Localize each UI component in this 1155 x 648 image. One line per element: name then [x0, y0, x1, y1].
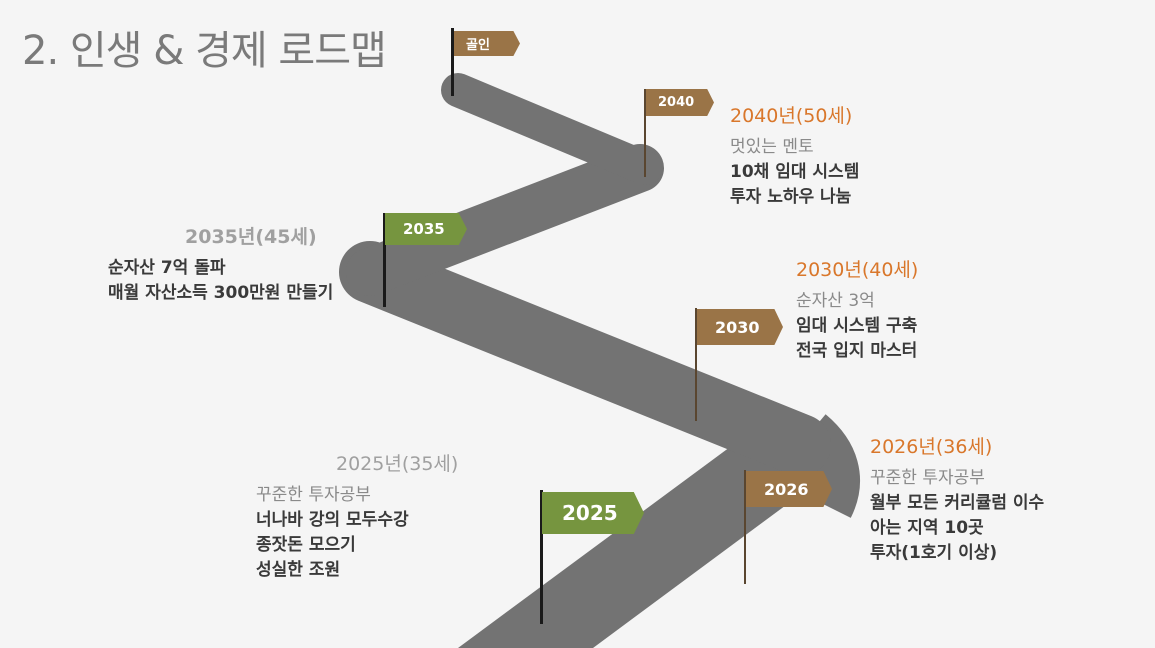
- milestone-line: 월부 모든 커리큘럼 이수: [870, 493, 1045, 513]
- milestone-line: 임대 시스템 구축: [796, 316, 918, 336]
- milestone-line: 성실한 조원: [256, 560, 341, 580]
- flag-pole-2026: [744, 470, 746, 584]
- flag-pole-2035: [383, 213, 386, 307]
- milestone-2040: 2040년(50세) 멋있는 멘토 10채 임대 시스템 투자 노하우 나눔: [730, 104, 859, 210]
- milestone-line: 꾸준한 투자공부: [870, 468, 985, 488]
- milestone-heading: 2035년(45세): [185, 226, 317, 248]
- milestone-2035: 2035년(45세) 순자산 7억 돌파 매월 자산소득 300만원 만들기: [108, 225, 333, 306]
- road-segment-2: [339, 241, 831, 476]
- road-segment-1: [458, 413, 824, 648]
- milestone-heading: 2040년(50세): [730, 105, 853, 127]
- milestone-line: 너나바 강의 모두수강: [256, 510, 409, 530]
- page-title: 2. 인생 & 경제 로드맵: [22, 28, 387, 74]
- milestone-line: 종잣돈 모으기: [256, 535, 356, 555]
- flag-goal: 골인: [454, 31, 520, 56]
- road-segment-3: [346, 144, 664, 296]
- flag-2025: 2025: [542, 492, 644, 534]
- milestone-heading: 2026년(36세): [870, 436, 993, 458]
- milestone-line: 아는 지역 10곳: [870, 518, 984, 538]
- milestone-line: 꾸준한 투자공부: [256, 485, 371, 505]
- milestone-line: 매월 자산소득 300만원 만들기: [108, 283, 334, 303]
- flag-2035: 2035: [385, 213, 467, 245]
- milestone-line: 순자산 7억 돌파: [108, 258, 226, 278]
- flag-pole-2040: [644, 89, 646, 177]
- milestone-2026: 2026년(36세) 꾸준한 투자공부 월부 모든 커리큘럼 이수 아는 지역 …: [870, 435, 1044, 566]
- flag-pole-2030: [695, 308, 697, 421]
- milestone-line: 멋있는 멘토: [730, 137, 814, 157]
- flag-pole-2025: [540, 490, 543, 624]
- flag-pole-goal: [451, 28, 454, 96]
- milestone-heading: 2025년(35세): [336, 453, 459, 475]
- milestone-line: 10채 임대 시스템: [730, 162, 860, 182]
- milestone-heading: 2030년(40세): [796, 259, 919, 281]
- road-segment-4: [441, 73, 662, 185]
- milestone-line: 순자산 3억: [796, 291, 875, 311]
- milestone-line: 전국 입지 마스터: [796, 341, 918, 361]
- flag-2030: 2030: [697, 309, 783, 345]
- milestone-2030: 2030년(40세) 순자산 3억 임대 시스템 구축 전국 입지 마스터: [796, 258, 918, 364]
- flag-2026: 2026: [746, 471, 832, 507]
- flag-2040: 2040: [646, 89, 714, 116]
- milestone-2025: 2025년(35세) 꾸준한 투자공부 너나바 강의 모두수강 종잣돈 모으기 …: [256, 452, 458, 583]
- milestone-line: 투자(1호기 이상): [870, 543, 998, 563]
- milestone-line: 투자 노하우 나눔: [730, 187, 852, 207]
